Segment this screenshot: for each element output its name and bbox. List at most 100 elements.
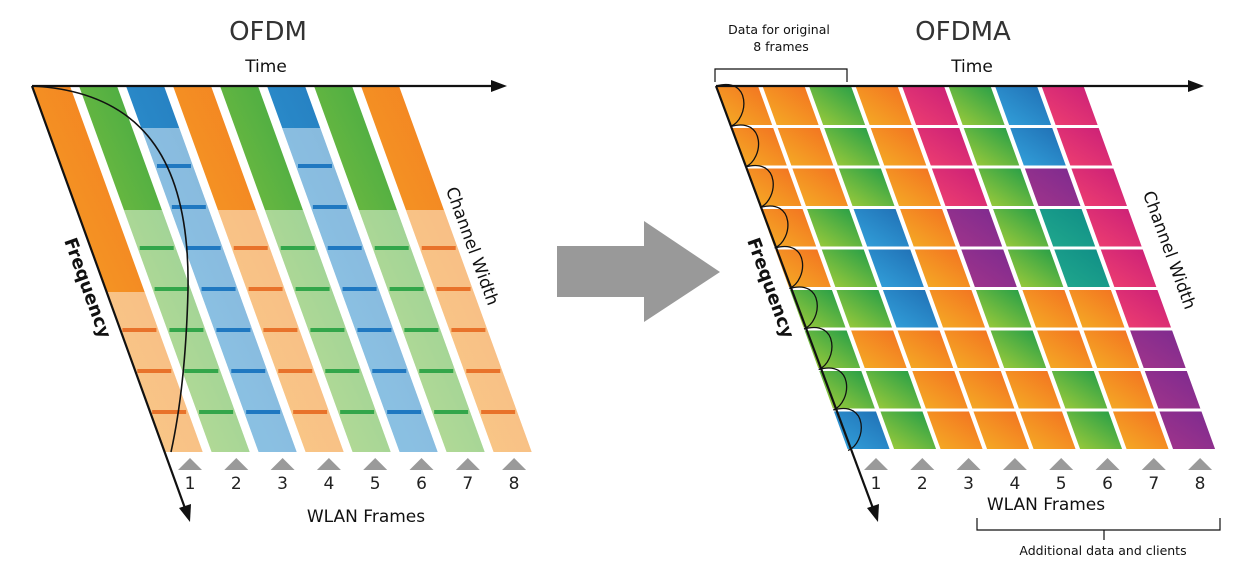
ofdma-resource-unit <box>1112 411 1169 449</box>
ofdma-resource-unit <box>995 86 1052 125</box>
ofdm-time-arrowhead <box>491 80 507 92</box>
ofdma-resource-unit <box>917 128 973 166</box>
ofdma-resource-unit <box>926 411 983 449</box>
ofdma-resource-unit <box>777 128 834 166</box>
ofdma-resource-grid <box>716 86 1216 449</box>
ofdma-resource-unit <box>868 249 924 287</box>
ofdm-frame-band <box>126 86 297 452</box>
ofdma-resource-unit <box>855 86 912 125</box>
ofdma-resource-unit <box>1022 290 1079 328</box>
frame-number: 3 <box>277 474 288 494</box>
ofdma-resource-unit <box>807 209 863 247</box>
ofdma-resource-unit <box>792 168 848 206</box>
frame-marker-triangle <box>502 458 527 470</box>
ofdma-resource-unit <box>1098 371 1154 409</box>
ofdma-resource-unit <box>1024 168 1081 206</box>
ofdma-subcarrier-loop <box>774 245 804 290</box>
frame-number: 1 <box>185 474 196 494</box>
frame-number: 6 <box>416 474 427 494</box>
ofdma-resource-unit <box>1071 168 1127 206</box>
ofdma-resource-unit <box>931 168 988 206</box>
frame-number: 2 <box>917 474 928 494</box>
ofdma-resource-unit <box>1115 290 1172 328</box>
ofdm-frame-band <box>361 86 532 452</box>
ofdma-title: OFDMA <box>915 17 1011 47</box>
ofdma-subcarrier-loop <box>759 205 789 249</box>
ofdma-resource-unit <box>870 128 927 166</box>
frame-marker-triangle <box>1095 458 1120 470</box>
ofdm-frequency-arrowhead <box>179 504 191 522</box>
ofdma-resource-unit <box>821 249 878 287</box>
frame-number: 1 <box>871 474 882 494</box>
ofdma-resource-unit <box>1054 249 1110 287</box>
ofdm-frame-band <box>220 86 391 452</box>
ofdma-resource-unit <box>1083 330 1140 368</box>
frame-marker-triangle <box>270 458 295 470</box>
ofdm-subcarrier-curve <box>31 85 189 453</box>
frame-marker-triangle <box>956 458 981 470</box>
ofdma-subcarrier-loop <box>745 164 774 209</box>
ofdma-resource-unit <box>946 209 1003 247</box>
ofdma-resource-unit <box>851 330 907 368</box>
ofdma-resource-unit <box>1159 411 1216 449</box>
ofdma-resource-unit <box>914 249 971 287</box>
ofdma-subcarrier-loop <box>833 407 862 452</box>
ofdma-resource-unit <box>836 290 893 328</box>
frame-marker-triangle <box>864 458 888 470</box>
ofdma-resource-unit <box>958 371 1015 409</box>
ofdma-resource-unit <box>912 371 968 409</box>
ofdma-resource-unit <box>1066 411 1123 449</box>
ofdma-resource-unit <box>853 209 910 247</box>
ofdma-resource-unit <box>1010 128 1066 166</box>
ofdma-resource-unit <box>880 411 937 449</box>
ofdma-resource-unit <box>900 209 956 247</box>
ofdma-resource-unit <box>963 128 1020 166</box>
ofdma-frequency-arrowhead <box>867 504 879 522</box>
ofdma-original-frames-note: Data for original 8 frames <box>728 22 834 54</box>
frame-number: 3 <box>963 474 974 494</box>
ofdm-frame-band <box>79 86 250 452</box>
ofdma-resource-unit <box>1051 371 1108 409</box>
ofdma-resource-unit <box>1144 371 1201 409</box>
ofdma-resource-unit <box>1039 209 1096 247</box>
ofdma-subcarrier-loop <box>789 286 818 330</box>
ofdma-resource-unit <box>838 168 895 206</box>
ofdma-resource-unit <box>1037 330 1093 368</box>
frame-marker-triangle <box>1002 458 1027 470</box>
ofdm-frequency-axis <box>30 85 188 512</box>
ofdm-frame-band <box>314 86 485 452</box>
ofdm-frames-label: WLAN Frames <box>307 507 425 527</box>
frame-marker-triangle <box>1141 458 1166 470</box>
ofdma-resource-unit <box>1068 290 1125 328</box>
frame-number: 4 <box>323 474 334 494</box>
ofdma-resource-unit <box>1100 249 1157 287</box>
original-frames-bracket <box>714 68 848 82</box>
frame-number: 2 <box>231 474 242 494</box>
ofdma-frequency-axis <box>714 85 876 512</box>
frame-number: 6 <box>1102 474 1113 494</box>
ofdma-resource-unit <box>978 168 1034 206</box>
frame-marker-triangle <box>363 458 388 470</box>
ofdma-resource-unit <box>1086 209 1142 247</box>
ofdma-resource-unit <box>762 86 819 125</box>
ofdma-subcarrier-loop <box>818 367 848 411</box>
frame-number: 7 <box>462 474 473 494</box>
ofdm-frame-band <box>173 86 344 452</box>
frame-marker-triangle <box>409 458 434 470</box>
frame-marker-triangle <box>178 458 202 470</box>
frame-marker-triangle <box>1049 458 1074 470</box>
ofdma-resource-unit <box>1007 249 1064 287</box>
frame-number: 8 <box>1195 474 1206 494</box>
frame-marker-triangle <box>316 458 341 470</box>
ofdma-subcarrier-loops <box>715 83 862 452</box>
frame-number: 5 <box>370 474 381 494</box>
ofdm-frame-band <box>32 86 203 452</box>
ofdma-resource-unit <box>902 86 959 125</box>
ofdma-subcarrier-loop <box>715 83 745 128</box>
ofdma-resource-unit <box>809 86 866 125</box>
ofdma-resource-unit <box>1019 411 1076 449</box>
ofdma-panel: OFDMA Time Data for original 8 frames Fr… <box>714 17 1221 558</box>
